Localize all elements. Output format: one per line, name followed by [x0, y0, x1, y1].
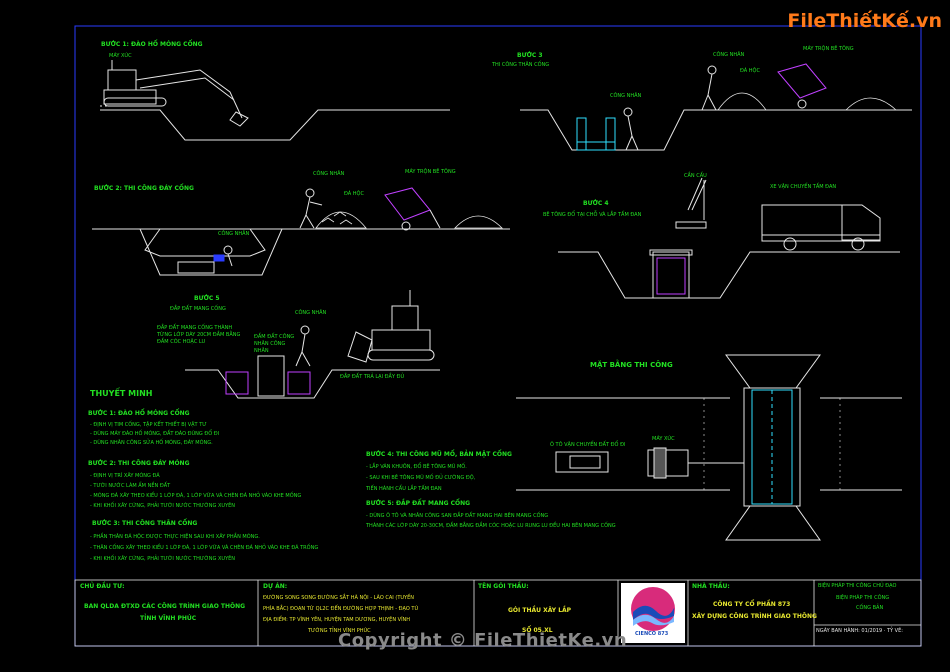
step3-worker-top — [701, 65, 717, 111]
step4-crane-label: CẦN CẨU — [684, 173, 707, 179]
bulldozer-step5 — [347, 290, 435, 363]
mixer-step3 — [777, 63, 827, 109]
step3-worker — [623, 107, 639, 151]
owner-name: BAN QLDA ĐTXD CÁC CÔNG TRÌNH GIAO THÔNG — [84, 603, 246, 610]
drawing-label: BIỆN PHÁP THI CÔNG CHỦ ĐẠO — [818, 583, 897, 589]
step5-note: ĐẮP ĐẤT MANG CỐNG THÀNH TỪNG LỚP DÀY 20C… — [157, 325, 241, 345]
step5-title: BƯỚC 5 — [194, 295, 220, 302]
sand-pile-step2 — [454, 215, 503, 229]
cienco-logo — [621, 583, 685, 643]
explanation-b1-line: - ĐỊNH VỊ TIM CỐNG, TẬP KẾT THIẾT BỊ VẬT… — [90, 422, 207, 428]
contractor-desc: XÂY DỰNG CÔNG TRÌNH GIAO THÔNG — [692, 613, 817, 620]
step3-worker-label: CÔNG NHÂN — [610, 93, 642, 99]
step4-subtitle: BÊ TÔNG ĐỔ TẠI CHỖ VÀ LẮP TẤM ĐAN — [543, 212, 642, 218]
step1-title: BƯỚC 1: ĐÀO HỐ MÓNG CỐNG — [101, 41, 203, 48]
project-line: ĐỊA ĐIỂM: TP VĨNH YÊN, HUYỆN TAM DƯƠNG, … — [263, 617, 411, 623]
step2-title: BƯỚC 2: THI CÔNG ĐÁY CỐNG — [94, 185, 194, 192]
plan-title: MẶT BẰNG THI CÔNG — [590, 361, 673, 369]
sand-pile-step3 — [845, 97, 898, 111]
drawing-name: BIỆN PHÁP THI CÔNG — [836, 595, 890, 601]
owner-label: CHỦ ĐẦU TƯ: — [80, 583, 125, 590]
explanation-b3-line: - THÂN CỐNG XÂY THEO KIỂU 1 LỚP ĐÁ, 1 LỚ… — [90, 545, 319, 551]
package-name: GÓI THẦU XÂY LẮP — [508, 607, 572, 614]
explanation-b3-line: - PHẦN THÂN ĐÁ HỘC ĐƯỢC THỰC HIỆN SAU KH… — [90, 534, 260, 540]
explanation-b2-title: BƯỚC 2: THI CÔNG ĐÁY MÓNG — [88, 460, 190, 467]
step5-trench — [185, 355, 440, 399]
logo-caption: CIENCO 873 — [635, 631, 669, 637]
step2-worker-bottom — [213, 245, 233, 267]
contractor-name: CÔNG TY CỔ PHẦN 873 — [713, 601, 791, 608]
step2-mixer-label: MÁY TRỘN BÊ TÔNG — [405, 169, 456, 175]
plan-view — [516, 354, 902, 541]
excavator-step1 — [103, 60, 249, 127]
explanation-b5-title: BƯỚC 5: ĐẮP ĐẤT MANG CỐNG — [366, 500, 471, 507]
title-block — [74, 579, 922, 647]
step5-note2: ĐẦM ĐẤT CÔNG NHÂN CÔNG NHÂN — [254, 334, 295, 354]
step3-mixer-label: MÁY TRỘN BÊ TÔNG — [803, 46, 854, 52]
project-label: DỰ ÁN: — [263, 583, 288, 590]
truck-step4 — [761, 204, 881, 251]
step3-title: BƯỚC 3 — [517, 52, 543, 59]
step2-stone-label: ĐÁ HỘC — [344, 191, 364, 197]
explanation-b4-line: - LẮP VÁN KHUÔN, ĐỔ BÊ TÔNG MŨ MỐ. — [366, 464, 467, 470]
step3-trench — [520, 109, 912, 151]
explanation-b1-line: - DÙNG NHÂN CÔNG SỬA HỐ MÓNG, ĐÁY MÓNG. — [90, 440, 213, 446]
explanation-b5-line: THÀNH CÁC LỚP DÀY 20-30CM, ĐẦM BẰNG ĐẦM … — [366, 523, 616, 529]
brand-logo-text: FileThiếtKế.vn — [787, 10, 942, 32]
package-number: SỐ 05.XL — [522, 627, 553, 634]
plan-excavator — [647, 447, 744, 479]
crane-step4 — [675, 177, 707, 229]
explanation-b3-line: - KHI KHỐI XÂY CỨNG, PHẢI TƯỚI NƯỚC THƯỜ… — [90, 556, 236, 562]
stone-pile-step2 — [315, 211, 367, 229]
explanation-b4-line: - SAU KHI BÊ TÔNG MŨ MỐ ĐỦ CƯỜNG ĐỘ, — [366, 475, 476, 481]
step5-soil-label: ĐẮP ĐẤT TRẢ LẠI ĐẦY ĐỦ — [340, 374, 405, 380]
step3-stone-label: ĐÁ HỘC — [740, 68, 760, 74]
step3-subtitle: THI CÔNG THÂN CỐNG — [492, 62, 550, 68]
step3-worker-top-label: CÔNG NHÂN — [713, 52, 745, 58]
step4-title: BƯỚC 4 — [583, 200, 609, 207]
mixer-step2 — [384, 187, 441, 231]
contractor-label: NHÀ THẦU: — [692, 583, 730, 590]
explanation-b1-line: - DÙNG MÁY ĐÀO HỐ MÓNG, ĐẤT ĐÀO ĐÙNG ĐỔ … — [90, 431, 220, 437]
step5-worker-label: CÔNG NHÂN — [295, 310, 327, 316]
plan-car-label: Ô TÔ VẬN CHUYỂN ĐẤT ĐỔ ĐI — [550, 442, 626, 448]
step2-worker2-label: CÔNG NHÂN — [218, 231, 250, 237]
drawing-name2: CỐNG BẢN — [856, 605, 884, 611]
step5-subtitle: ĐẮP ĐẤT MANG CỐNG — [170, 306, 226, 312]
project-line: TƯỜNG TỈNH VĨNH PHÚC — [308, 628, 371, 634]
project-line: ĐƯỜNG SONG SONG ĐƯỜNG SẮT HÀ NỘI - LÀO C… — [263, 595, 414, 601]
package-label: TÊN GÓI THẦU: — [478, 583, 529, 590]
owner-province: TỈNH VĨNH PHÚC — [140, 615, 197, 622]
project-line: PHÍA BẮC) ĐOẠN TỪ QL2C ĐẾN ĐƯỜNG HỢP THỊ… — [263, 606, 419, 612]
step2-trench — [92, 228, 510, 276]
stone-pile-step3 — [717, 92, 767, 111]
step2-worker-top — [299, 188, 323, 229]
explanation-b2-line: - ĐỊNH VỊ TRÍ XÂY MÓNG ĐÁ — [90, 473, 160, 479]
step5-worker — [295, 325, 311, 367]
step4-trench — [558, 249, 900, 299]
explanation-title: THUYẾT MINH — [90, 389, 153, 398]
step4-truck-label: XE VẬN CHUYỂN TẤM ĐAN — [770, 184, 837, 190]
explanation-b2-line: - KHI KHỐI XÂY CỨNG, PHẢI TƯỚI NƯỚC THƯỜ… — [90, 503, 236, 509]
explanation-b2-line: - MÓNG ĐÁ XÂY THEO KIỂU 1 LỚP ĐÁ, 1 LỚP … — [90, 493, 302, 499]
brand-logo: FileThiếtKế.vn — [787, 10, 942, 32]
drawing-meta: NGÀY BAN HÀNH: 01/2019 · TỶ VẼ: — [816, 628, 903, 634]
copyright-watermark: Copyright © FileThietKe.vn — [338, 630, 628, 651]
explanation-b5-line: - DÙNG Ô TÔ VÀ NHÂN CÔNG SAN ĐẮP ĐẤT MAN… — [366, 513, 549, 519]
explanation-b4-line: TIẾN HÀNH CẨU LẮP TẤM ĐAN — [366, 486, 442, 492]
explanation-b2-line: - TƯỚI NƯỚC LÀM ẨM NỀN ĐẤT — [90, 483, 171, 489]
plan-excavator-label: MÁY XÚC — [652, 436, 675, 442]
step1-trench — [100, 105, 450, 141]
step1-machine-label: MÁY XÚC — [109, 53, 132, 59]
explanation-b3-title: BƯỚC 3: THI CÔNG THÂN CỐNG — [92, 520, 198, 527]
explanation-b4-title: BƯỚC 4: THI CÔNG MŨ MỐ, BẢN MẶT CỐNG — [366, 451, 512, 458]
step2-worker-label: CÔNG NHÂN — [313, 171, 345, 177]
explanation-b1-title: BƯỚC 1: ĐÀO HỐ MÓNG CỐNG — [88, 410, 190, 417]
plan-car — [555, 451, 609, 473]
